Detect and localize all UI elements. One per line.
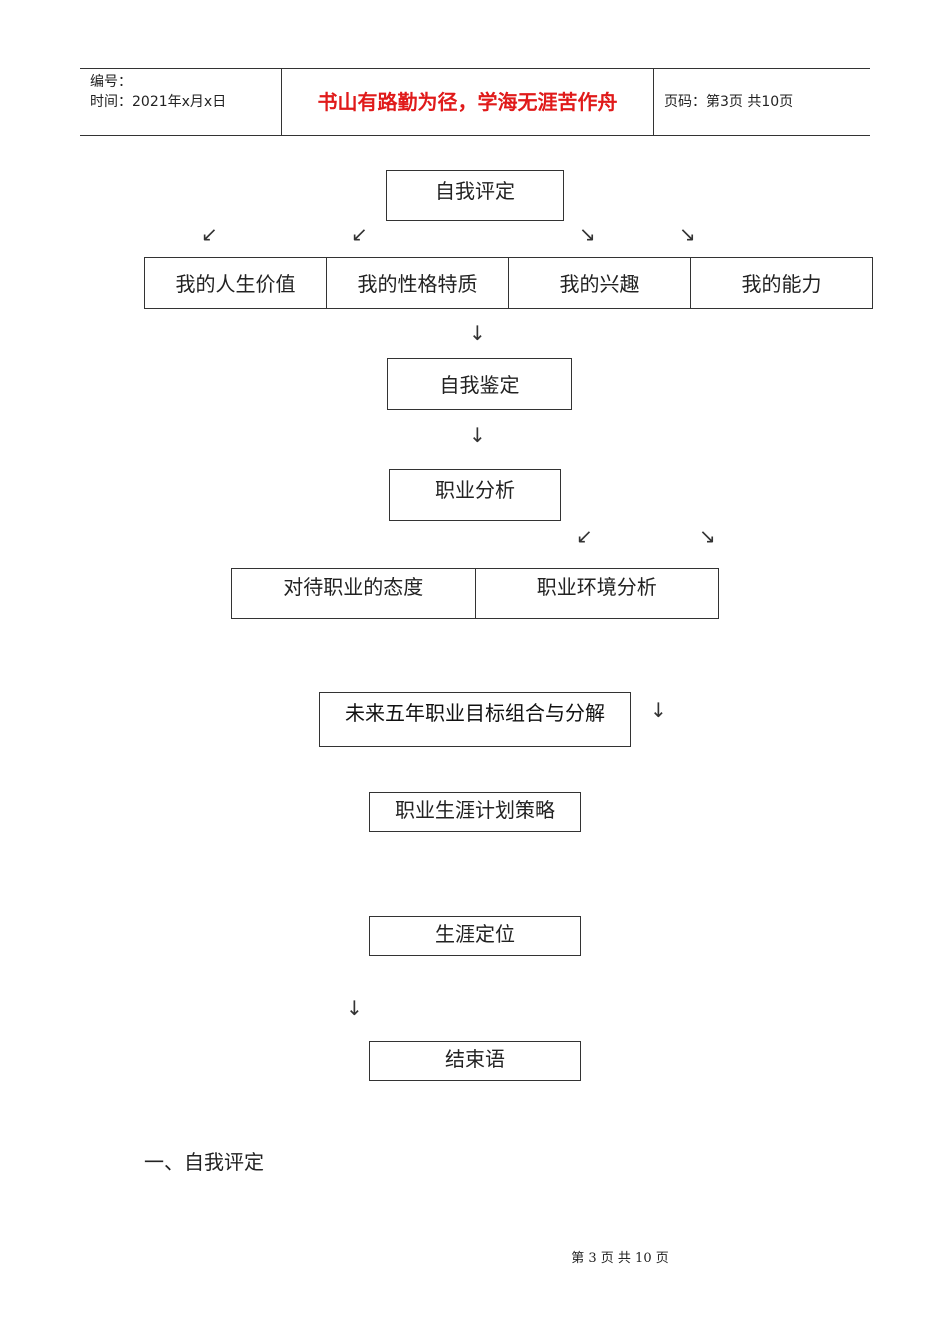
number-label: 编号： <box>90 74 132 90</box>
flow-cell-interests: 我的兴趣 <box>509 258 691 308</box>
section-heading: 一、自我评定 <box>144 1150 264 1174</box>
arrow-down-right-icon: ↘ <box>579 222 596 246</box>
page-header: 编号： 时间：2021年x月x日 书山有路勤为径，学海无涯苦作舟 页码：第3页 … <box>80 68 870 136</box>
flow-cell-abilities: 我的能力 <box>741 272 822 296</box>
arrow-down-icon: ↓ <box>469 423 486 447</box>
flow-box-career-strategy: 职业生涯计划策略 <box>369 792 581 832</box>
flow-box-self-appraisal: 自我鉴定 <box>387 358 572 410</box>
page-footer: 第 3 页 共 10 页 <box>0 1247 950 1266</box>
header-motto: 书山有路勤为径，学海无涯苦作舟 <box>281 69 654 135</box>
arrow-down-icon: ↓ <box>346 996 363 1020</box>
flow-box-career-analysis: 职业分析 <box>389 469 561 521</box>
date-label: 时间：2021年x月x日 <box>90 94 227 110</box>
header-page-label: 页码：第3页 共10页 <box>664 94 794 110</box>
flow-box-conclusion: 结束语 <box>369 1041 581 1081</box>
arrow-down-icon: ↓ <box>469 321 486 345</box>
flow-box-five-year-goals: 未来五年职业目标组合与分解 <box>319 692 631 747</box>
arrow-down-left-icon: ↙ <box>201 222 218 246</box>
footer-page-number: 第 3 页 共 10 页 <box>571 1251 669 1266</box>
arrow-down-right-icon: ↘ <box>699 524 716 548</box>
arrow-down-left-icon: ↙ <box>576 524 593 548</box>
arrow-down-right-icon: ↘ <box>679 222 696 246</box>
analysis-items-row: 对待职业的态度 职业环境分析 <box>231 568 719 619</box>
flow-cell-life-values: 我的人生价值 <box>145 258 327 308</box>
flow-cell-personality: 我的性格特质 <box>327 258 509 308</box>
flow-box-career-positioning: 生涯定位 <box>369 916 581 956</box>
arrow-down-left-icon: ↙ <box>351 222 368 246</box>
flow-box-self-assessment: 自我评定 <box>386 170 564 221</box>
flow-cell-career-environment: 职业环境分析 <box>536 575 657 599</box>
arrow-down-icon: ↓ <box>650 698 667 722</box>
header-meta: 编号： 时间：2021年x月x日 <box>80 69 281 135</box>
assessment-items-row: 我的人生价值 我的性格特质 我的兴趣 我的能力 <box>144 257 873 309</box>
flow-cell-career-attitude: 对待职业的态度 <box>232 569 476 618</box>
